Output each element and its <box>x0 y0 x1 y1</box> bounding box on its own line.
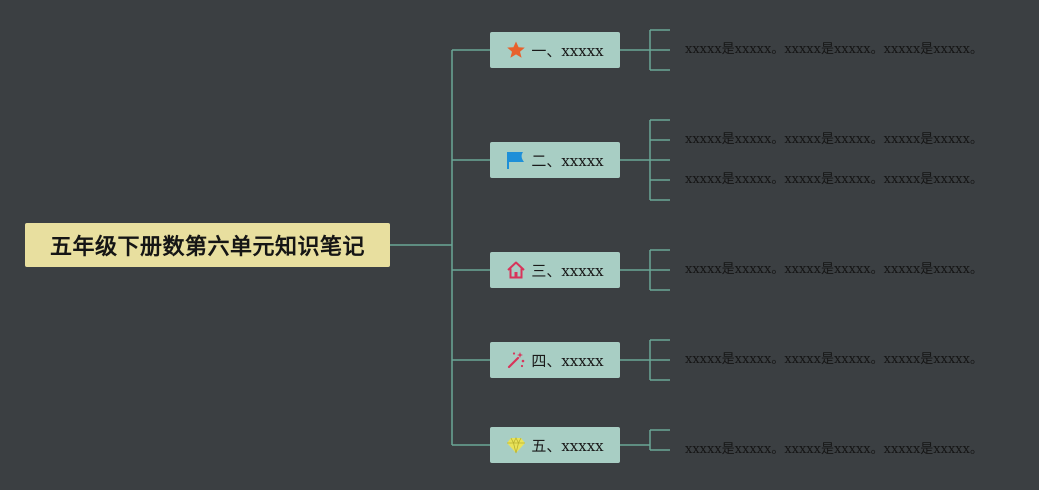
topic-label: 一、xxxxx <box>531 41 604 60</box>
topic-label: 四、xxxxx <box>531 351 604 370</box>
leaf-note[interactable]: xxxxx是xxxxx。xxxxx是xxxxx。xxxxx是xxxxx。 <box>685 262 983 277</box>
topic-node-2[interactable]: 二、xxxxx <box>490 142 620 178</box>
leaf-note[interactable]: xxxxx是xxxxx。xxxxx是xxxxx。xxxxx是xxxxx。 <box>685 172 983 187</box>
topic-label: 五、xxxxx <box>531 436 604 455</box>
leaf-note[interactable]: xxxxx是xxxxx。xxxxx是xxxxx。xxxxx是xxxxx。 <box>685 42 983 57</box>
central-topic[interactable]: 五年级下册数第六单元知识笔记 <box>25 223 390 267</box>
flag-icon <box>506 150 526 170</box>
topic-label: 三、xxxxx <box>531 261 604 280</box>
leaf-note[interactable]: xxxxx是xxxxx。xxxxx是xxxxx。xxxxx是xxxxx。 <box>685 442 983 457</box>
house-icon <box>506 260 526 280</box>
topic-node-5[interactable]: 五、xxxxx <box>490 427 620 463</box>
topic-node-1[interactable]: 一、xxxxx <box>490 32 620 68</box>
star-icon <box>506 40 526 60</box>
topic-node-4[interactable]: 四、xxxxx <box>490 342 620 378</box>
diamond-icon <box>506 435 526 455</box>
topic-node-3[interactable]: 三、xxxxx <box>490 252 620 288</box>
leaf-note[interactable]: xxxxx是xxxxx。xxxxx是xxxxx。xxxxx是xxxxx。 <box>685 352 983 367</box>
magic-wand-icon <box>506 350 526 370</box>
leaf-note[interactable]: xxxxx是xxxxx。xxxxx是xxxxx。xxxxx是xxxxx。 <box>685 132 983 147</box>
topic-label: 二、xxxxx <box>531 151 604 170</box>
